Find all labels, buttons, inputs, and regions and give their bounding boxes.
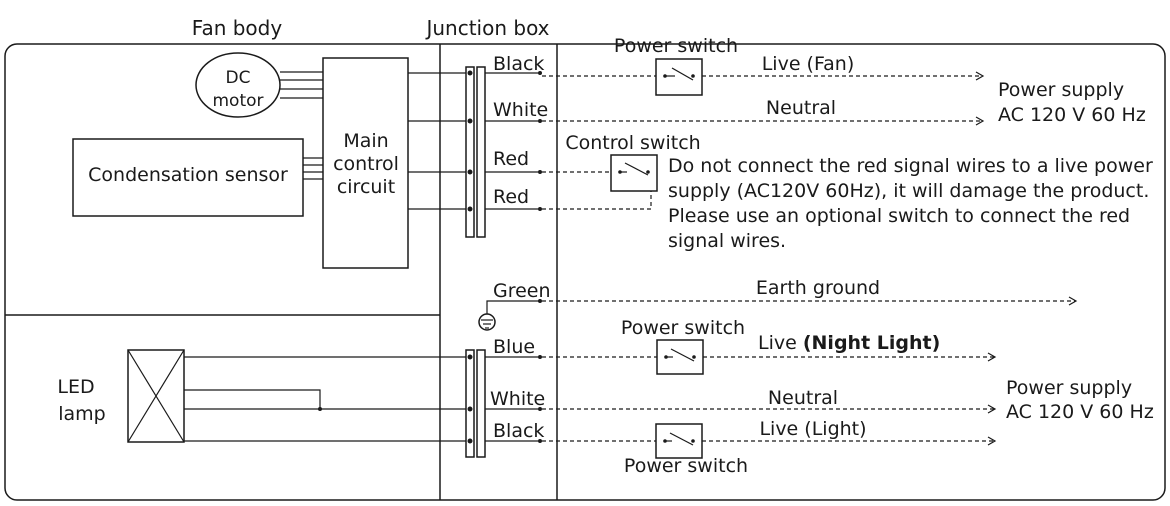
power-switch-light [655,423,703,459]
power-switch-fan-label: Power switch [614,35,738,57]
main-control-circuit [322,57,409,269]
neutral-bottom-label: Neutral [768,387,838,409]
control-switch-label: Control switch [565,132,700,154]
led-lamp-label-2: lamp [58,403,106,425]
led-wires [184,356,467,442]
red-2-wire [542,191,652,210]
live-night-label: Live (Night Light) [758,332,940,354]
earth-ground-arrow [1068,296,1078,306]
neutral-bottom-arrow [987,404,997,414]
top-junction-wires [485,71,542,211]
wire-white-top-label: White [493,99,548,121]
warning-line-2: supply (AC120V 60Hz), it will damage the… [668,180,1149,202]
power-supply-bottom-1: Power supply [1006,377,1132,399]
led-lamp [127,349,185,443]
earth-ground-label: Earth ground [756,277,880,299]
wire-blue-label: Blue [493,336,535,358]
control-switch [610,154,658,192]
wire-black-top-label: Black [493,53,544,75]
neutral-top-label: Neutral [766,97,836,119]
power-supply-top-2: AC 120 V 60 Hz [998,104,1146,126]
wire-red-1-label: Red [493,148,529,170]
terminal-block-bottom [465,349,486,458]
condensation-sensor [72,138,304,217]
power-switch-night-label: Power switch [621,317,745,339]
motor-wires [280,71,323,99]
wire-red-2-label: Red [493,186,529,208]
live-fan-arrow [975,71,985,81]
main-control-label-2: control [333,153,399,175]
live-night-arrow [987,352,997,362]
terminal-block-top [465,66,486,238]
wire-green-label: Green [493,280,551,302]
live-fan-label: Live (Fan) [762,53,855,75]
main-control-label-1: Main [343,130,388,152]
green-wire [486,300,540,314]
power-switch-fan [655,58,703,96]
condensation-sensor-label: Condensation sensor [88,164,288,186]
power-switch-night [656,339,704,375]
bottom-junction-wires [485,355,542,443]
fan-body-title: Fan body [192,16,283,40]
live-light-label: Live (Light) [759,418,866,440]
warning-line-4: signal wires. [668,230,786,252]
ground-icon [478,313,496,331]
control-to-terminal-wires [408,72,467,210]
dc-motor [195,52,281,118]
led-lamp-label-1: LED [57,376,94,398]
power-supply-top-1: Power supply [998,79,1124,101]
wire-black-bottom-label: Black [493,420,544,442]
sensor-wires [303,157,323,180]
diagram-frame [4,43,1166,501]
dc-motor-label-1: DC [226,68,251,88]
main-control-label-3: circuit [337,176,395,198]
power-switch-light-label: Power switch [624,455,748,477]
wire-white-bottom-label: White [490,388,545,410]
junction-box-title: Junction box [424,16,549,40]
neutral-top-arrow [975,116,985,126]
warning-line-1: Do not connect the red signal wires to a… [668,155,1153,177]
warning-line-3: Please use an optional switch to connect… [668,205,1130,227]
live-light-arrow [987,436,997,446]
dc-motor-label-2: motor [212,91,263,111]
power-supply-bottom-2: AC 120 V 60 Hz [1006,401,1154,423]
